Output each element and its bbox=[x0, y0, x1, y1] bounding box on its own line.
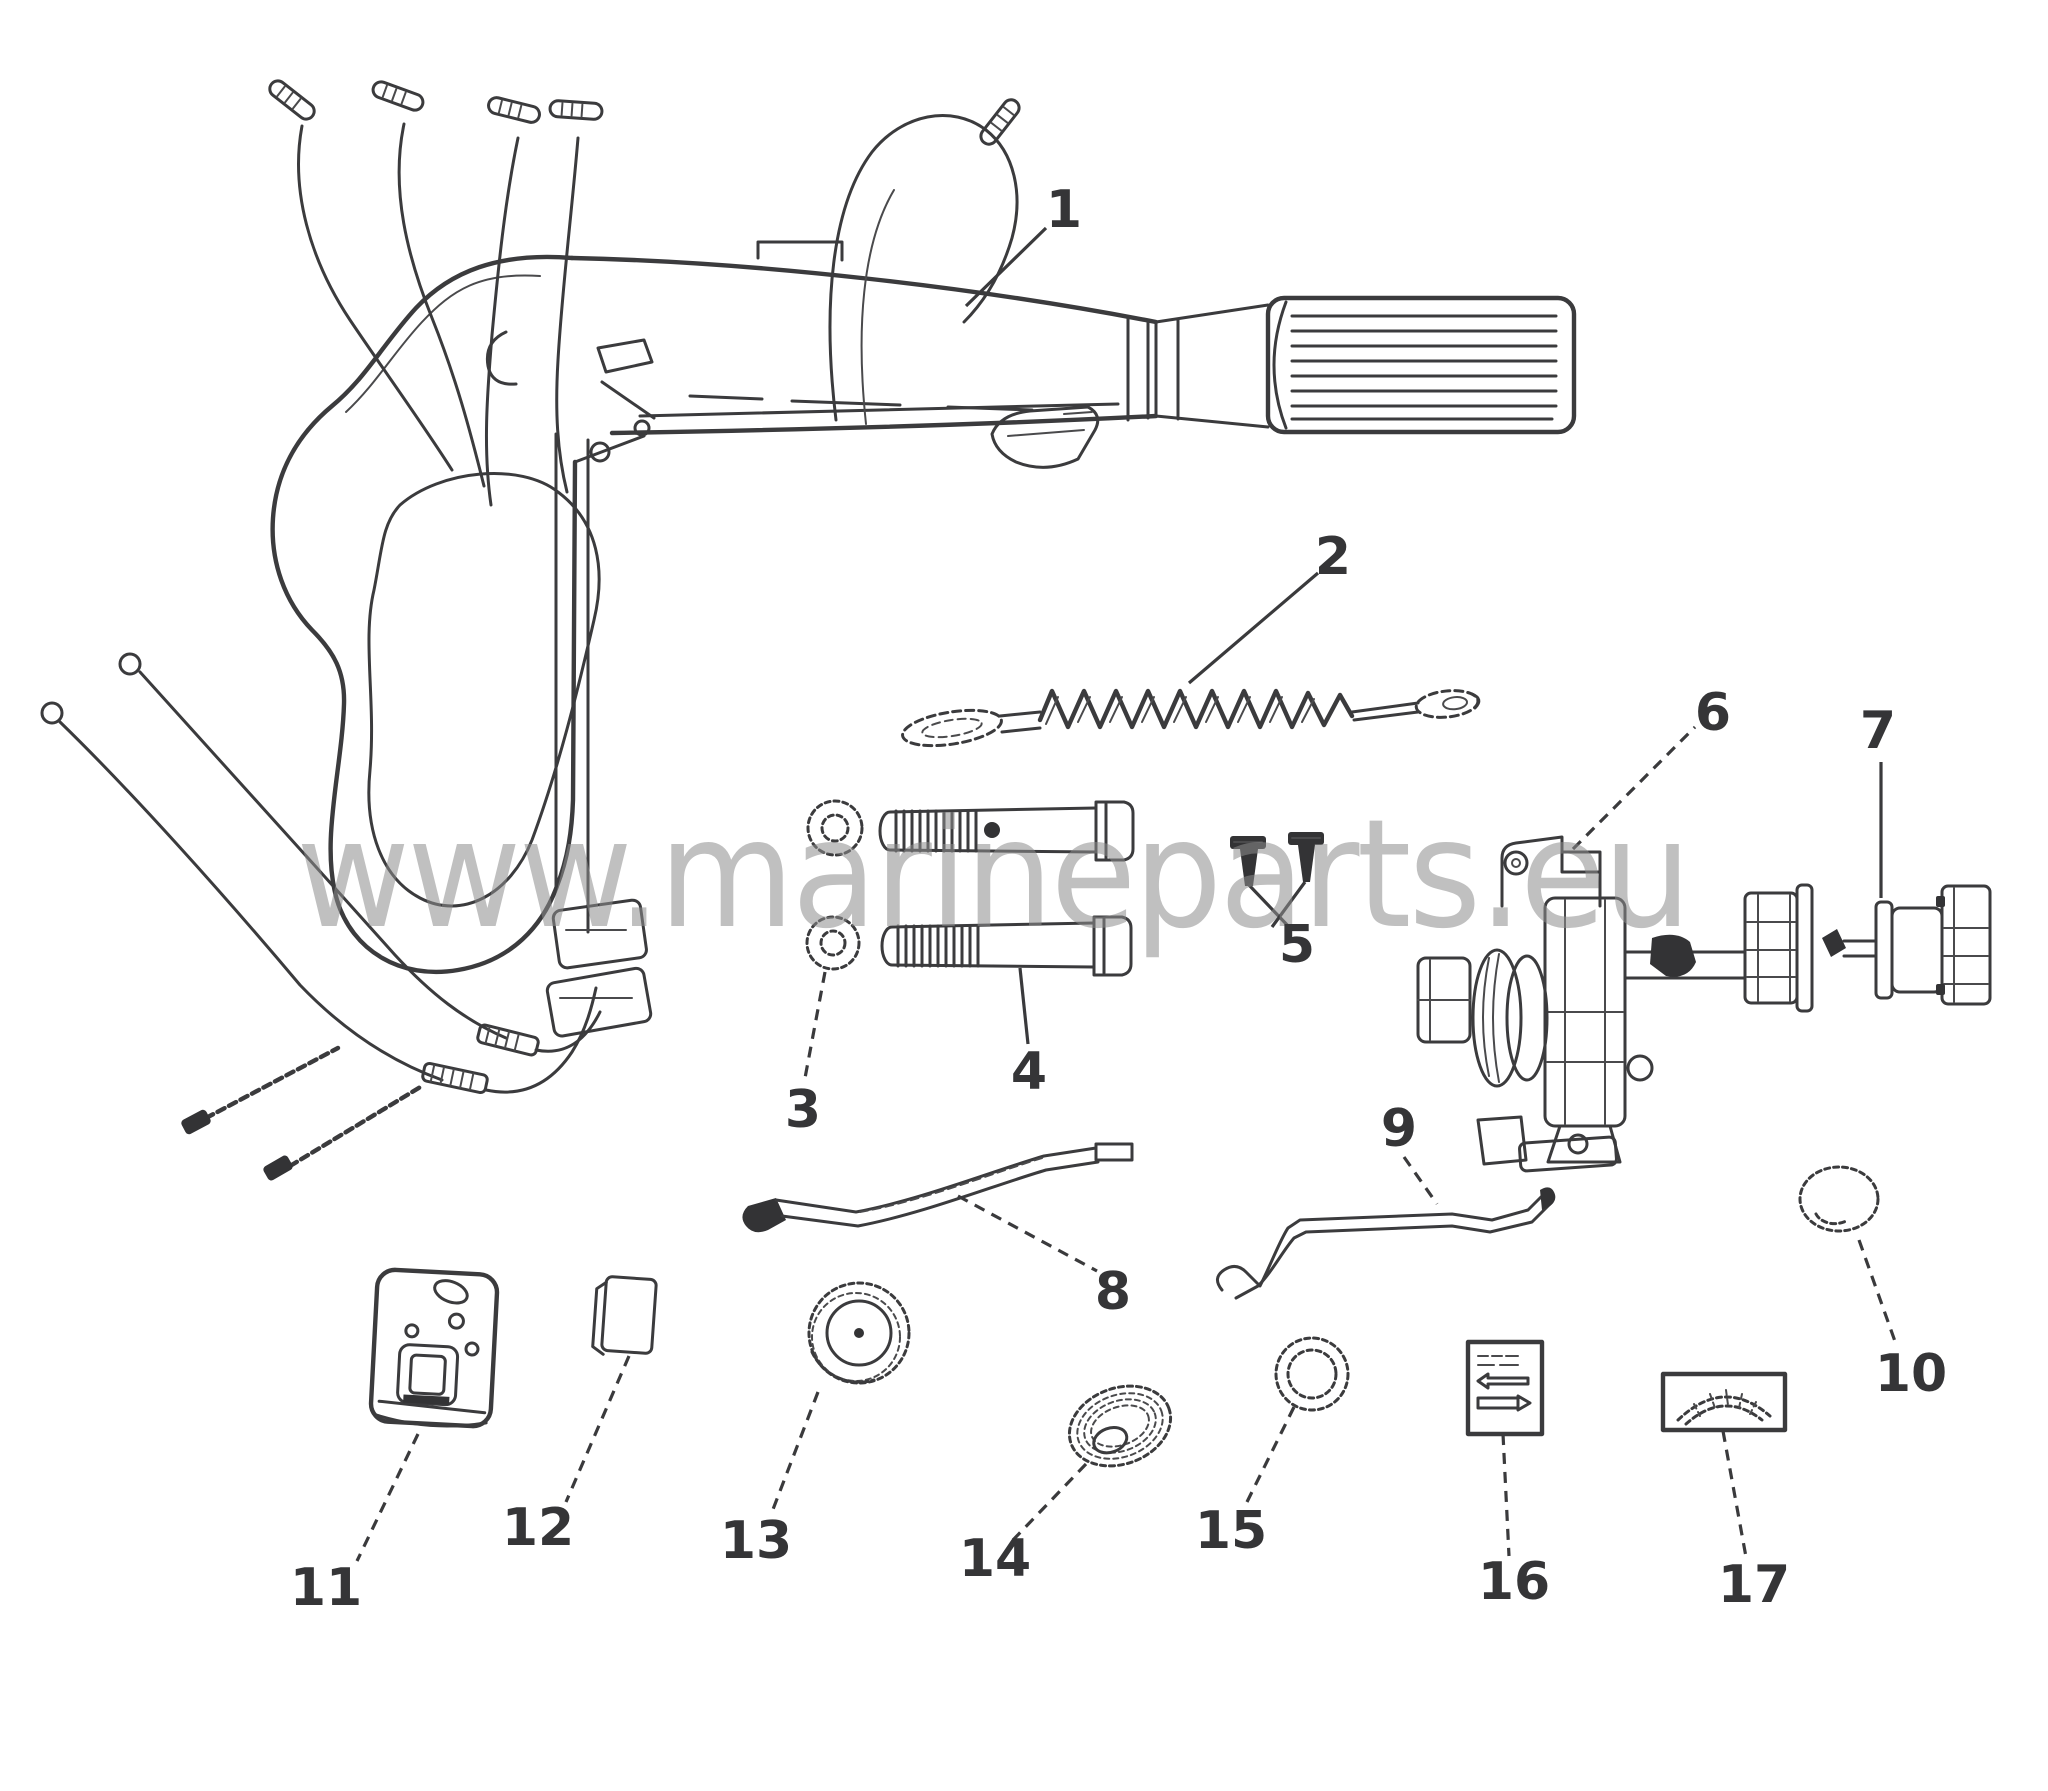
part-11-switch-panel-drawing bbox=[368, 1267, 500, 1429]
part-label-7: 7 bbox=[1859, 701, 1897, 761]
part-label-14: 14 bbox=[958, 1529, 1032, 1589]
part-label-6: 6 bbox=[1694, 683, 1732, 743]
leader-lines bbox=[355, 226, 1899, 1562]
part-label-10: 10 bbox=[1874, 1344, 1948, 1404]
part-label-13: 13 bbox=[719, 1511, 793, 1571]
watermark: www.marineparts.eu bbox=[296, 788, 1691, 962]
part-5-screws-drawing bbox=[1230, 832, 1324, 886]
part-label-12: 12 bbox=[501, 1498, 575, 1558]
part-label-16: 16 bbox=[1477, 1552, 1551, 1612]
part-label-3: 3 bbox=[784, 1080, 822, 1140]
part-label-4: 4 bbox=[1010, 1042, 1048, 1102]
part-6-throttle-assembly-drawing bbox=[1416, 835, 1814, 1173]
part-label-2: 2 bbox=[1314, 527, 1352, 587]
part-9-link-rod-drawing bbox=[1216, 1187, 1556, 1300]
part-4-bolts-drawing bbox=[878, 800, 1135, 977]
part-15-oring-drawing bbox=[1274, 1336, 1350, 1412]
part-17-decal-drawing bbox=[1660, 1371, 1788, 1433]
part-label-11: 11 bbox=[289, 1558, 363, 1618]
part-3-washers-drawing bbox=[805, 799, 864, 971]
part-16-decal-drawing bbox=[1465, 1339, 1545, 1437]
part-label-9: 9 bbox=[1380, 1099, 1418, 1159]
part-label-17: 17 bbox=[1717, 1555, 1791, 1615]
part-label-15: 15 bbox=[1194, 1501, 1268, 1561]
part-13-knob-drawing bbox=[807, 1281, 911, 1385]
part-10-ring-drawing bbox=[1798, 1165, 1880, 1233]
part-label-5: 5 bbox=[1278, 915, 1316, 975]
part-1-tiller-handle-drawing bbox=[40, 79, 1577, 1181]
part-12-sleeve-drawing bbox=[591, 1275, 658, 1356]
part-label-1: 1 bbox=[1045, 180, 1083, 240]
part-8-link-rod-drawing bbox=[742, 1142, 1134, 1233]
part-2-lanyard-drawing bbox=[901, 688, 1481, 748]
part-14-grommet-drawing bbox=[1067, 1384, 1173, 1468]
part-label-8: 8 bbox=[1094, 1262, 1132, 1322]
part-7-adjuster-drawing bbox=[1822, 884, 1992, 1006]
